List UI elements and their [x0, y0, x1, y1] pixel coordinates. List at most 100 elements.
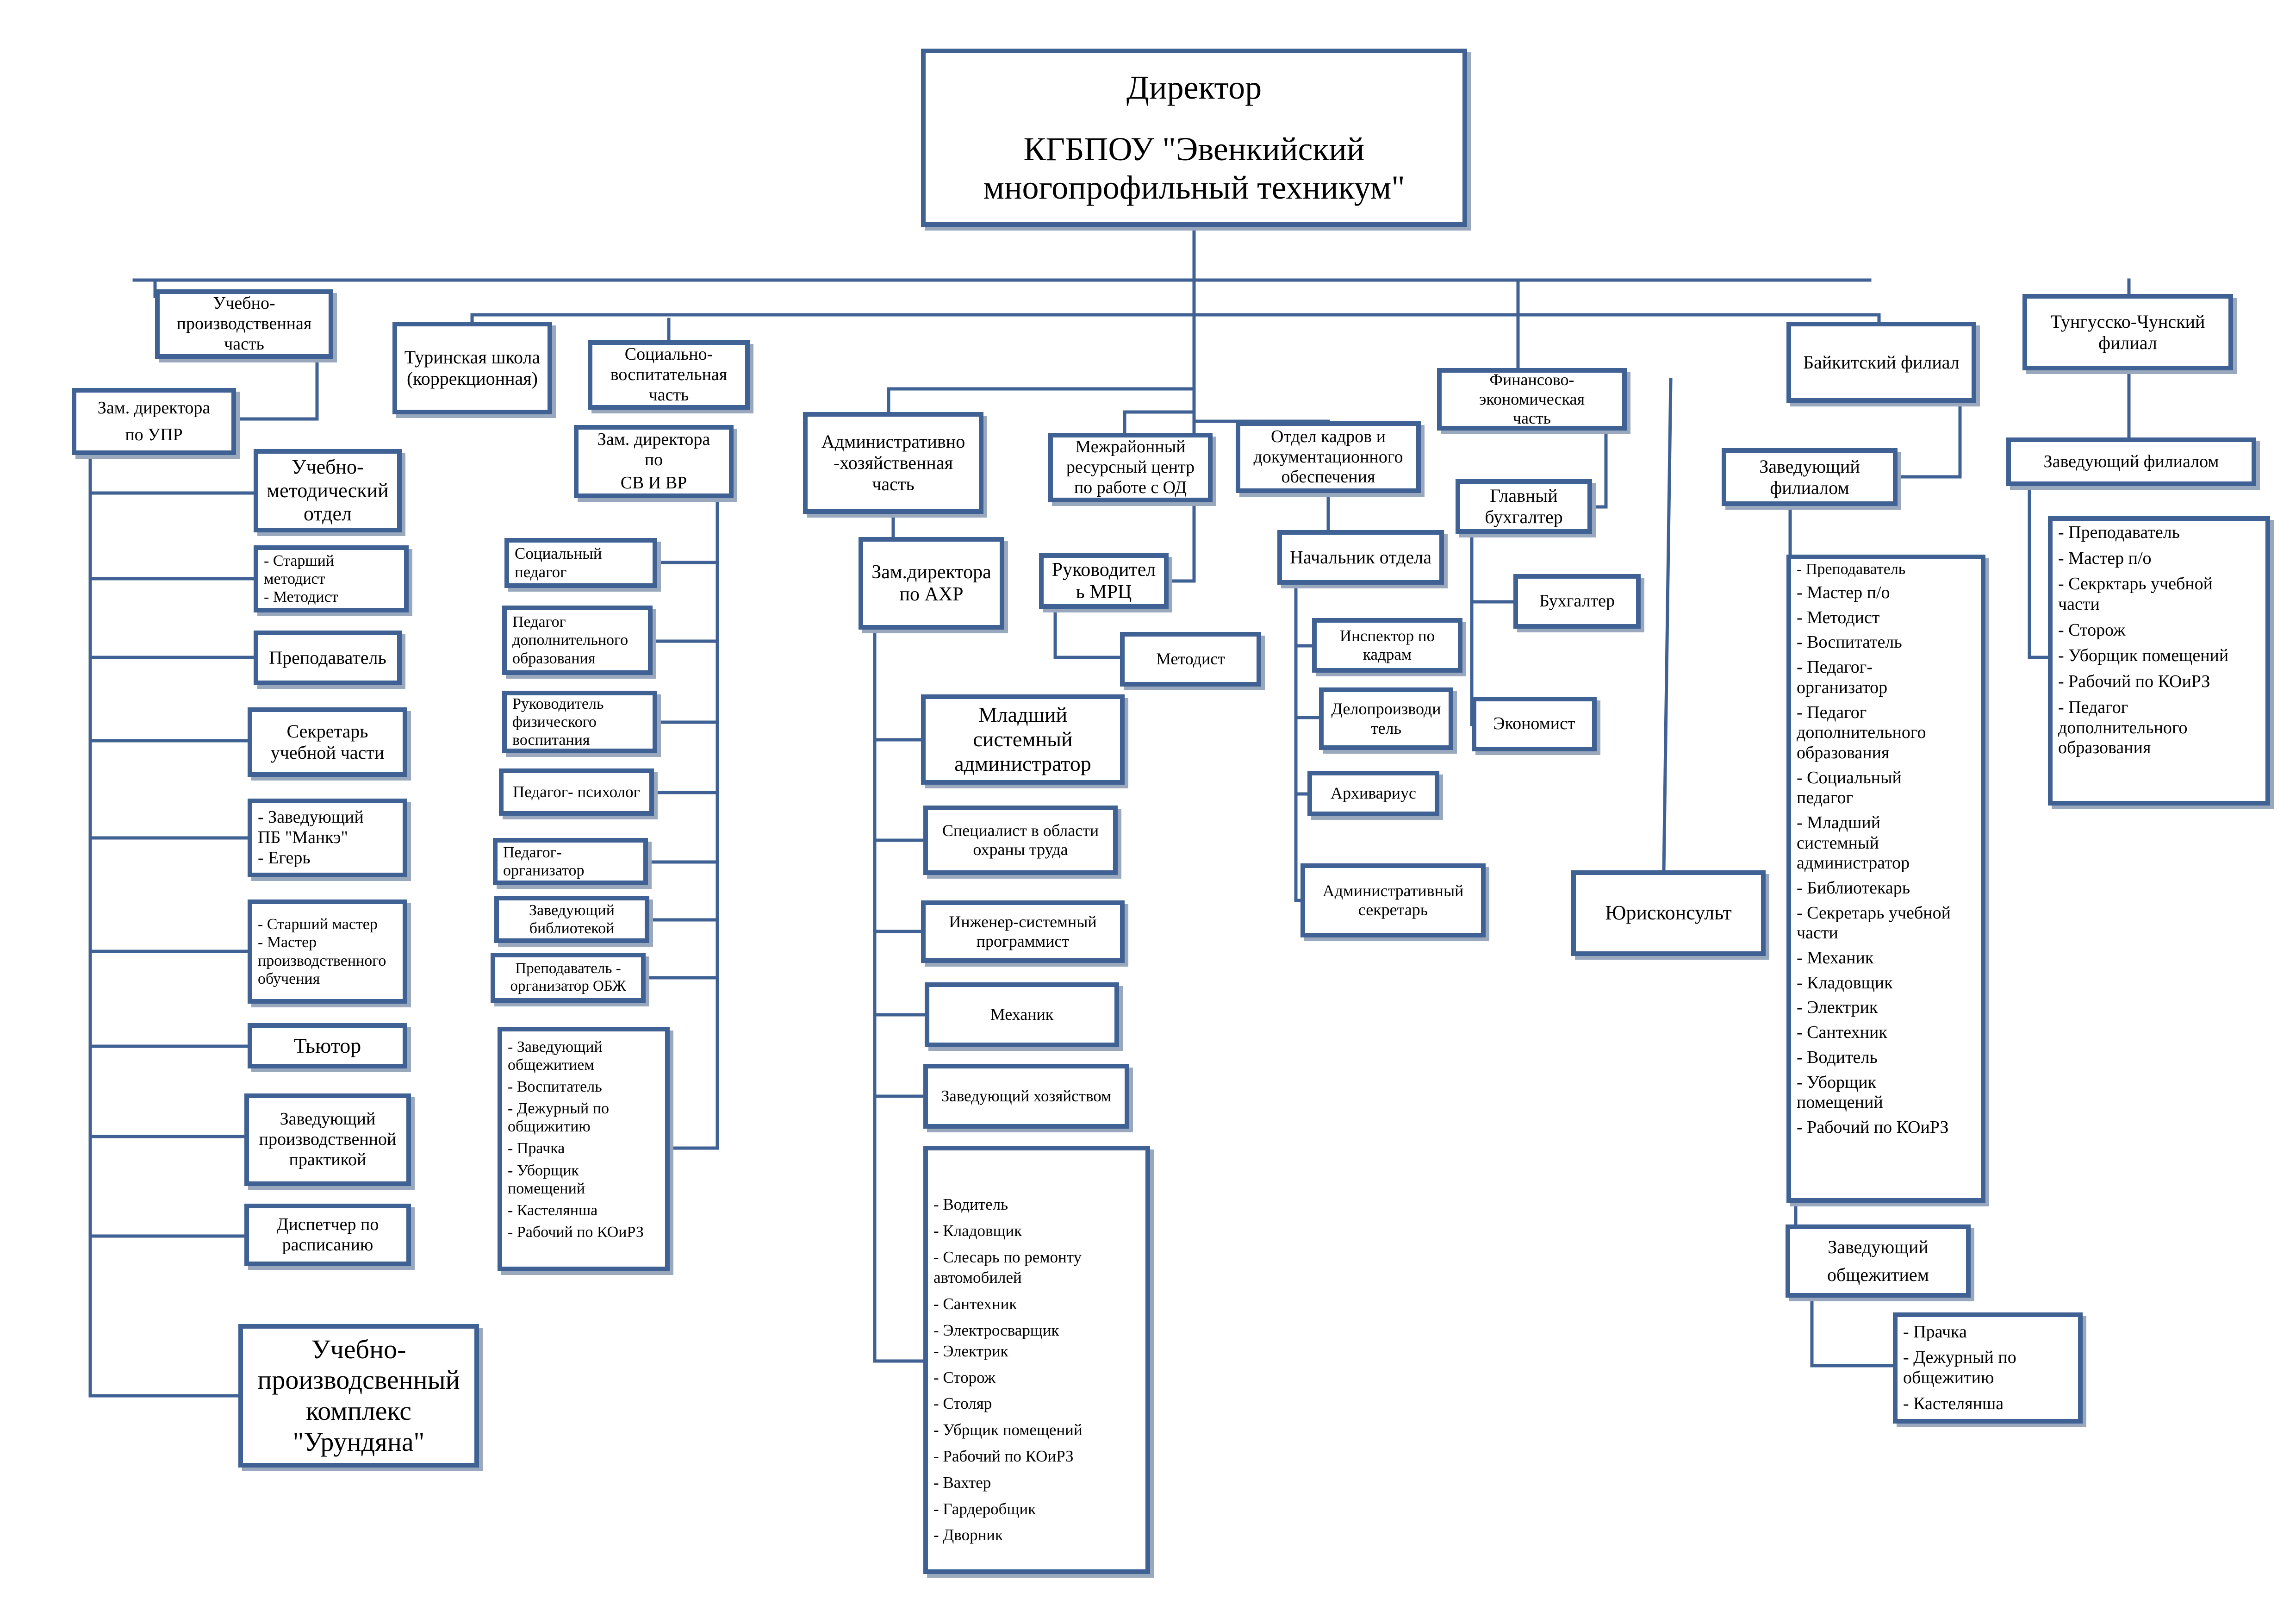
baikit-head-line: филиалом	[1770, 477, 1849, 498]
sysadmin-box: Младший системный администратор	[921, 694, 1125, 785]
svr-dorm-line: - Прачка	[508, 1140, 565, 1157]
baikit-staff-line: - Преподаватель	[1797, 561, 1906, 578]
study-secretary-box: Секретарь учебной части	[248, 707, 407, 777]
masters-box: - Старший мастер - Мастер производственн…	[248, 899, 407, 1004]
baikit-staff-line: помещений	[1797, 1093, 1883, 1112]
organizer-box: Педагог- организатор	[493, 838, 648, 885]
programmer-line: программист	[976, 931, 1070, 950]
svr-dorm-line: - Воспитатель	[508, 1078, 602, 1096]
baikit-staff-line: образования	[1797, 743, 1890, 762]
manke-line: ПБ "Манкэ"	[258, 828, 348, 848]
svr-dept-line: Социально-	[624, 344, 713, 364]
tungus-staff-line: - Педагог	[2058, 697, 2128, 717]
manke-box: - Заведующий ПБ "Манкэ" - Егерь	[248, 799, 407, 877]
mechanic-box: Механик	[925, 982, 1119, 1047]
upr-dept-box: Учебно- производственная часть	[155, 289, 333, 359]
social-teacher-box: Социальный педагог	[504, 538, 657, 588]
tungus-branch-line: филиал	[2098, 332, 2157, 353]
teacher-label: Преподаватель	[269, 647, 386, 668]
tura-school-box: Туринская школа (коррекционная)	[392, 322, 552, 414]
tungus-staff-box: - Преподаватель - Мастер п/о - Секрктарь…	[2048, 516, 2270, 806]
complex-line: Учебно-	[311, 1334, 406, 1364]
baikit-branch-box: Байкитский филиал	[1786, 322, 1976, 403]
extra-teacher-line: образования	[512, 650, 596, 667]
practice-head-line: производственной	[259, 1130, 397, 1149]
tungus-head-label: Заведующий филиалом	[2043, 451, 2219, 471]
hr-clerk-line: Делопроизводи	[1331, 700, 1441, 718]
hr-secretary-line: секретарь	[1358, 900, 1428, 919]
obzh-line: Преподаватель -	[515, 960, 621, 977]
economist-box: Экономист	[1472, 697, 1597, 751]
svr-deputy-box: Зам. директора по СВ И ВР	[574, 425, 734, 498]
finance-dept-line: экономическая	[1479, 389, 1585, 408]
complex-line: "Урундяна"	[292, 1426, 425, 1457]
svr-deputy-line: СВ И ВР	[620, 473, 687, 493]
baikit-staff-line: - Педагог-	[1797, 657, 1873, 677]
hr-head-box: Начальник отдела	[1277, 530, 1444, 585]
hr-inspector-box: Инспектор по кадрам	[1312, 618, 1462, 673]
hr-dept-line: документационного	[1253, 447, 1403, 467]
mrc-head-line: ь МРЦ	[1076, 581, 1132, 603]
baikit-staff-line: - Мастер п/о	[1797, 583, 1890, 603]
svr-dorm-line: - Кастелянша	[508, 1201, 598, 1219]
tungus-staff-line: - Рабочий по КОиРЗ	[2058, 672, 2210, 692]
economist-label: Экономист	[1493, 714, 1575, 734]
safety-specialist-box: Специалист в области охраны труда	[923, 806, 1118, 875]
study-secretary-line: учебной части	[270, 742, 385, 763]
svr-dorm-line: помещений	[508, 1180, 585, 1197]
baikit-head-box: Заведующий филиалом	[1722, 448, 1898, 506]
sysadmin-line: Младший	[978, 703, 1068, 727]
baikit-dorm-staff-line: - Кастелянша	[1903, 1393, 2004, 1413]
finance-dept-box: Финансово- экономическая часть	[1437, 368, 1627, 431]
baikit-staff-line: организатор	[1797, 677, 1888, 697]
tura-school-line: Туринская школа	[404, 347, 541, 368]
pe-head-box: Руководитель физического воспитания	[502, 691, 657, 753]
baikit-staff-line: педагог	[1797, 788, 1854, 808]
mechanic-label: Механик	[990, 1005, 1054, 1024]
aho-worker-line: - Дворник	[933, 1526, 1003, 1544]
svr-dorm-box: - Заведующий общежитием - Воспитатель - …	[498, 1027, 670, 1271]
baikit-dorm-staff-line: - Дежурный по	[1903, 1348, 2016, 1368]
method-dept-line: методический	[267, 479, 389, 502]
tutor-label: Тьютор	[293, 1033, 361, 1057]
social-teacher-line: педагог	[515, 563, 567, 581]
complex-line: комплекс	[305, 1396, 412, 1426]
baikit-dorm-head-line: общежитием	[1827, 1264, 1929, 1285]
manke-line: - Егерь	[258, 848, 311, 868]
tungus-staff-line: образования	[2058, 738, 2151, 758]
dispatcher-line: расписанию	[282, 1235, 373, 1255]
hr-dept-line: Отдел кадров и	[1270, 426, 1386, 446]
upr-deputy-line: по УПР	[125, 425, 183, 444]
sysadmin-line: администратор	[954, 751, 1091, 775]
hr-clerk-line: тель	[1370, 718, 1402, 737]
method-dept-line: Учебно-	[292, 456, 364, 479]
chief-accountant-box: Главный бухгалтер	[1456, 479, 1592, 534]
baikit-staff-box: - Преподаватель - Мастер п/о - Методист …	[1786, 555, 1985, 1203]
baikit-dorm-head-box: Заведующий общежитием	[1786, 1224, 1971, 1298]
aho-worker-line: автомобилей	[933, 1268, 1022, 1287]
baikit-staff-line: - Воспитатель	[1797, 632, 1902, 652]
practice-head-line: практикой	[289, 1149, 367, 1169]
lawyer-box: Юрисконсульт	[1571, 870, 1766, 956]
masters-line: производственного	[258, 952, 386, 969]
svr-dorm-line: общежитием	[508, 1056, 594, 1074]
baikit-dorm-staff-box: - Прачка - Дежурный по общежитию - Касте…	[1893, 1312, 2083, 1424]
baikit-head-line: Заведующий	[1759, 456, 1860, 477]
methodists-line: - Методист	[264, 588, 338, 606]
masters-line: - Мастер	[258, 934, 317, 951]
aho-worker-line: - Электрик	[933, 1342, 1008, 1360]
finance-dept-line: Финансово-	[1489, 370, 1574, 389]
study-secretary-line: Секретарь	[286, 721, 368, 742]
extra-teacher-line: Педагог	[512, 613, 566, 631]
tungus-staff-line: дополнительного	[2058, 718, 2188, 737]
method-dept-box: Учебно- методический отдел	[254, 449, 402, 532]
baikit-staff-line: - Механик	[1797, 948, 1874, 968]
svr-dorm-line: - Уборщик	[508, 1162, 579, 1179]
aho-dept-line: Административно	[821, 431, 965, 452]
hr-dept-line: обеспечения	[1281, 467, 1375, 487]
baikit-staff-line: системный	[1797, 833, 1879, 853]
svr-dorm-line: - Дежурный по	[508, 1100, 609, 1118]
chief-accountant-line: Главный	[1490, 485, 1558, 506]
upr-dept-line: производственная	[176, 314, 312, 334]
